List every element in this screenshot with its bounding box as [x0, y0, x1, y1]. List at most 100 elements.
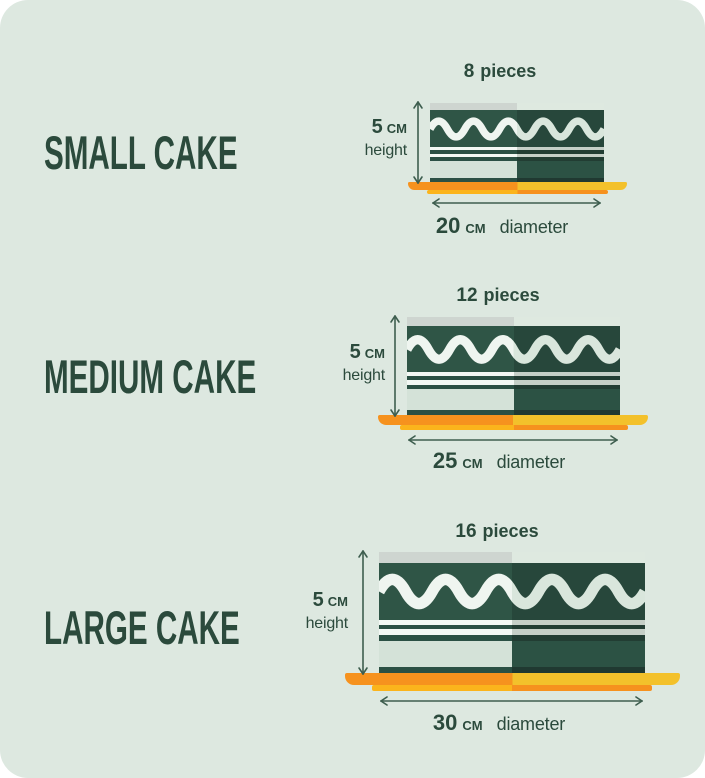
height-word: height	[364, 142, 408, 159]
cake-layer-body	[430, 161, 517, 178]
cake-layer-stripe_light	[379, 619, 512, 625]
cake-layer-top_strip	[379, 552, 512, 563]
cake-layer-stripe_light	[407, 371, 514, 376]
diameter-value: 30	[432, 710, 458, 735]
diameter-value: 20	[435, 213, 461, 238]
diameter-arrow	[408, 433, 618, 447]
height-arrow-graphic	[390, 315, 400, 417]
cake-layer-top_strip	[512, 552, 645, 563]
cake-layer-stripe_light	[517, 147, 604, 151]
diameter-word: diameter	[499, 217, 569, 237]
cake-layer-stripe_dark	[512, 635, 645, 642]
cake-layer-body	[513, 389, 620, 411]
diameter-unit: CM	[462, 718, 483, 733]
diameter-word: diameter	[496, 452, 566, 472]
diameter-word: diameter	[496, 714, 566, 734]
height-value: 5	[349, 341, 361, 363]
plate-shadow	[372, 685, 652, 691]
height-arrow-graphic	[358, 550, 368, 675]
cake-layer-body	[517, 161, 604, 178]
cake-layer-stripe_light	[513, 371, 620, 376]
cake-illustration-medium	[407, 317, 620, 415]
height-value: 5	[371, 116, 383, 138]
cake-layer-stripe_light	[512, 629, 645, 636]
pieces-count: 12	[456, 285, 478, 306]
pieces-label: 8 pieces	[464, 61, 537, 83]
diameter-arrow	[432, 196, 601, 210]
cake-layer-stripe_light	[430, 153, 517, 158]
cake-plate	[345, 673, 680, 685]
cake-layer-stripe_dark	[407, 384, 514, 390]
pieces-label: 12 pieces	[456, 285, 539, 307]
cake-layer-bottom	[407, 410, 514, 415]
cake-layer-stripe_light	[407, 379, 514, 385]
height-arrow	[411, 101, 425, 184]
cake-layer-top_strip	[513, 317, 620, 326]
cake-layer-stripe_dark	[517, 157, 604, 162]
pieces-count: 8	[463, 61, 475, 82]
cake-layer-stripe_light	[517, 153, 604, 158]
cake-layer-top_strip	[430, 103, 517, 111]
cake-layer-top_strip	[517, 103, 604, 111]
cake-plate	[378, 415, 648, 425]
row-title-large: LARGE CAKE	[44, 601, 240, 654]
diameter-unit: CM	[465, 221, 486, 236]
height-word: height	[305, 615, 349, 632]
cake-layer-bottom	[379, 666, 512, 673]
frosting-wave	[379, 573, 645, 610]
cake-layer-bottom	[512, 666, 645, 673]
diameter-arrow	[380, 694, 643, 708]
cake-layer-stripe_dark	[379, 624, 512, 630]
cake-layer-stripe_light	[512, 619, 645, 625]
cake-layer-bottom	[513, 410, 620, 415]
diameter-arrow-graphic	[408, 435, 618, 445]
row-title-medium: MEDIUM CAKE	[44, 350, 257, 403]
height-value: 5	[312, 589, 324, 611]
cake-layer-stripe_dark	[513, 375, 620, 380]
cake-layer-body	[379, 641, 512, 667]
plate-shadow	[400, 425, 628, 430]
cake-layer-bottom	[517, 178, 604, 182]
cake-layer-top_strip	[407, 317, 514, 326]
diameter-label: 30 CM diameter	[433, 710, 565, 736]
frosting-wave	[430, 117, 604, 141]
pieces-label: 16 pieces	[455, 521, 538, 543]
cake-plate	[408, 182, 627, 190]
diameter-value: 25	[432, 448, 458, 473]
height-unit: CM	[386, 121, 407, 136]
cake-layer-stripe_dark	[430, 150, 517, 154]
row-title-small: SMALL CAKE	[44, 126, 238, 179]
cake-layer-stripe_dark	[512, 624, 645, 630]
height-unit: CM	[327, 594, 348, 609]
cake-layer-bottom	[430, 178, 517, 182]
diameter-arrow-graphic	[380, 696, 643, 706]
diameter-unit: CM	[462, 456, 483, 471]
cake-illustration-small	[430, 103, 604, 182]
height-arrow-graphic	[413, 101, 423, 184]
cake-layer-stripe_dark	[430, 157, 517, 162]
cake-layer-stripe_dark	[379, 635, 512, 642]
cake-layer-body	[512, 641, 645, 667]
cake-left-half	[430, 103, 517, 182]
height-word: height	[342, 367, 386, 384]
pieces-count: 16	[455, 521, 477, 542]
pieces-word: pieces	[480, 61, 537, 81]
cake-layer-body	[407, 389, 514, 411]
cake-layer-stripe_light	[513, 379, 620, 385]
height-unit: CM	[364, 346, 385, 361]
diameter-arrow-graphic	[432, 198, 601, 208]
pieces-word: pieces	[483, 285, 540, 305]
cake-layer-stripe_dark	[517, 150, 604, 154]
height-arrow	[388, 315, 402, 417]
plate-shadow	[427, 190, 608, 194]
cake-illustration-large	[379, 552, 645, 673]
height-arrow	[356, 550, 370, 675]
frosting-wave	[407, 334, 620, 364]
cake-layer-stripe_dark	[407, 375, 514, 380]
cake-layer-stripe_dark	[513, 384, 620, 390]
cake-layer-stripe_light	[379, 629, 512, 636]
cake-layer-stripe_light	[430, 147, 517, 151]
